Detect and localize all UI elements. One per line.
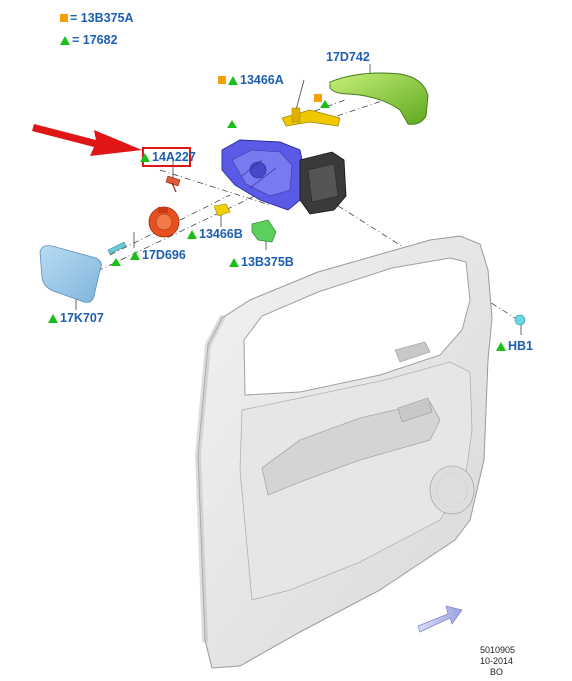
legend-item-triangle: = 17682 [60,33,118,47]
clip-13466B [213,203,231,217]
screw-14A227 [165,175,181,193]
drawing-number: 5010905 [480,645,516,655]
triangle-marker-icon [228,75,238,85]
legend-item-square: = 13B375A [60,11,134,25]
bracket-13466A [281,107,341,127]
drawing-stamp: 5010905 10-2014 BO [480,645,515,675]
square-marker-icon [60,14,68,22]
callout-text: 13466A [240,73,284,87]
legend-text: = 17682 [72,33,118,47]
callout-text: 17K707 [60,311,104,325]
vehicle-front-direction-arrow [417,605,463,633]
mirror-base [299,151,347,215]
part-triangle-markers [111,100,330,266]
drawing-date: 10-2014 [480,656,514,666]
drawing-code: BO [490,667,504,675]
mirror-glass-17K707 [39,245,102,303]
callout-text: 17D742 [326,50,370,64]
callout-text: 14A227 [152,150,196,164]
callout-HB1: HB1 [496,339,533,353]
legend-text: = 13B375A [70,11,134,25]
mirror-motor [148,206,180,238]
triangle-marker-icon [229,257,239,267]
triangle-marker-icon [140,152,150,162]
callout-13B375B: 13B375B [229,255,294,269]
mirror-cover-17D742 [329,72,429,125]
glass-clip-17D696 [107,241,127,255]
triangle-marker-icon [60,35,70,45]
triangle-marker-icon [48,313,58,323]
door-panel [194,235,493,669]
callout-13466B: 13466B [187,227,243,241]
triangle-marker-icon [496,341,506,351]
callout-text: 17D696 [142,248,186,262]
triangle-marker-icon [187,229,197,239]
callout-14A227: 14A227 [140,150,196,164]
fastener-HB1 [514,314,526,326]
callout-text: 13B375B [241,255,294,269]
attention-arrow [32,124,142,156]
callout-text: HB1 [508,339,534,353]
part-square-markers [314,94,322,102]
square-marker-icon [218,76,226,84]
callout-17D696: 17D696 [130,248,186,262]
callout-text: 13466B [199,227,243,241]
callout-17D742: 17D742 [326,50,370,64]
mirror-housing [221,139,306,211]
triangle-marker-icon [130,250,140,260]
callout-13466A: 13466A [218,73,284,87]
bracket-13B375B [251,219,277,243]
callout-17K707: 17K707 [48,311,104,325]
